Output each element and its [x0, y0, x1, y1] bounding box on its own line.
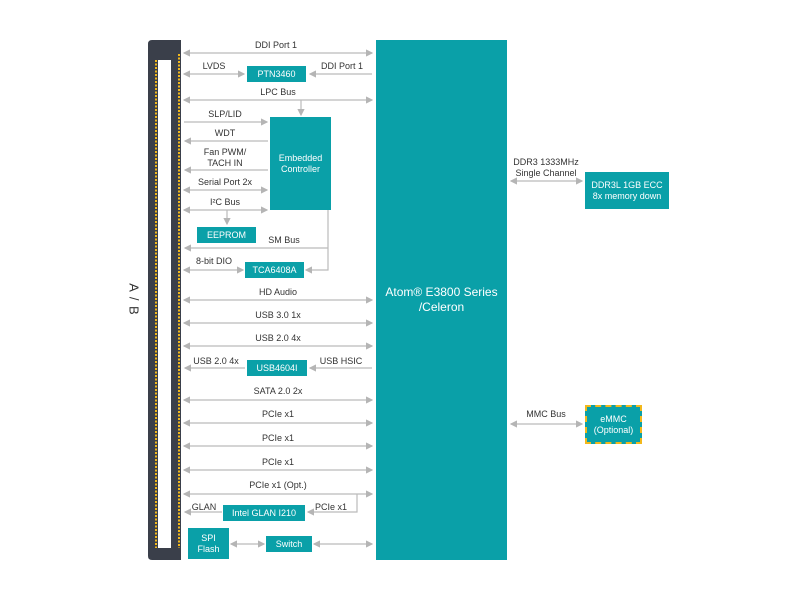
spi-line1: SPI — [201, 532, 216, 543]
eeprom-chip: EEPROM — [197, 227, 256, 243]
label-ddr2: Single Channel — [515, 168, 577, 178]
ec-line1: Embedded — [278, 152, 323, 163]
label-pcie3: PCIe x1 — [261, 457, 295, 467]
label-ddr1: DDR3 1333MHz — [513, 157, 579, 167]
label-wdt: WDT — [214, 128, 236, 138]
label-glan: GLAN — [191, 502, 217, 512]
tca6408a-chip: TCA6408A — [245, 262, 304, 278]
label-fan: Fan PWM/TACH IN — [204, 147, 247, 169]
label-hsic: USB HSIC — [319, 356, 363, 366]
ec-line2: Controller — [280, 163, 320, 174]
label-smbus: SM Bus — [268, 235, 300, 245]
label-serial: Serial Port 2x — [197, 177, 253, 187]
label-sata: SATA 2.0 2x — [253, 386, 303, 396]
label-lpc: LPC Bus — [260, 87, 296, 97]
spi-line2: Flash — [197, 543, 220, 554]
label-usb3: USB 3.0 1x — [255, 310, 301, 320]
ptn3460-chip: PTN3460 — [247, 66, 306, 82]
label-hda: HD Audio — [258, 287, 298, 297]
cpu-line1: Atom® E3800 Series — [385, 285, 498, 299]
connector-label: A / B — [126, 283, 142, 316]
wire-pcie-glan — [306, 494, 358, 516]
ddr-line1: DDR3L 1GB ECC — [591, 179, 663, 190]
emmc-line2: (Optional) — [593, 424, 634, 435]
label-fan1: Fan PWM/ — [203, 147, 247, 157]
label-mmc: MMC Bus — [526, 409, 566, 419]
switch-chip: Switch — [266, 536, 312, 552]
wire-ec-smbus — [304, 210, 329, 274]
label-i2c: I²C Bus — [209, 197, 241, 207]
label-usb2b: USB 2.0 4x — [193, 356, 239, 366]
emmc-line1: eMMC — [600, 413, 627, 424]
emmc-chip: eMMC(Optional) — [585, 405, 642, 444]
glan-chip: Intel GLAN I210 — [223, 505, 305, 521]
cpu-block: Atom® E3800 Series/Celeron — [376, 40, 507, 560]
label-usb2a: USB 2.0 4x — [255, 333, 301, 343]
label-pcieglan: PCIe x1 — [314, 502, 348, 512]
usb-hub-chip: USB4604I — [247, 360, 307, 376]
label-fan2: TACH IN — [207, 158, 243, 168]
label-pcie1: PCIe x1 — [261, 409, 295, 419]
label-ddi1: DDI Port 1 — [254, 40, 298, 50]
connector-ab — [148, 40, 181, 560]
cpu-line2: /Celeron — [418, 300, 465, 314]
label-lvds: LVDS — [202, 61, 226, 71]
label-ddi1b: DDI Port 1 — [320, 61, 364, 71]
label-pcieopt: PCIe x1 (Opt.) — [249, 480, 307, 490]
label-dio: 8-bit DIO — [195, 256, 233, 266]
ddr-line2: 8x memory down — [592, 190, 662, 201]
label-pcie2: PCIe x1 — [261, 433, 295, 443]
label-slp: SLP/LID — [208, 109, 242, 119]
